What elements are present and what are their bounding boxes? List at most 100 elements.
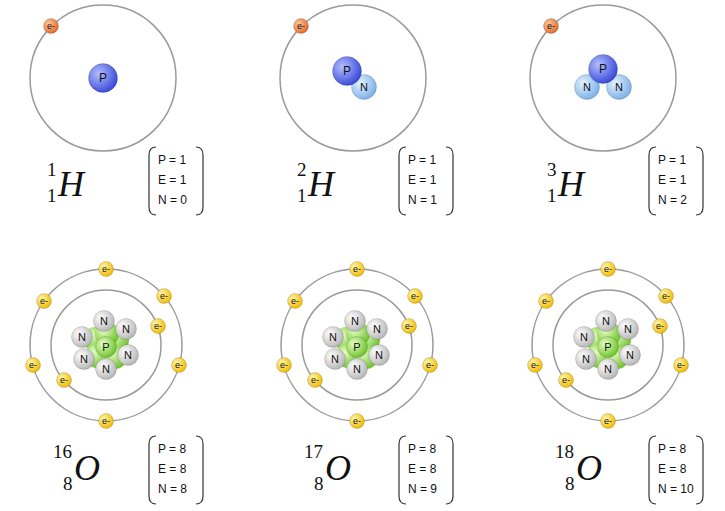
particle-count: N = 9 [408,483,437,495]
mass-number: 18 [555,442,574,461]
neutron-particle: N [73,348,95,370]
particle-label: e- [40,297,48,306]
particle-circle [575,75,600,100]
particle-count: E = 1 [408,174,436,186]
particle-count: E = 8 [658,463,686,475]
particle-label: e- [531,361,539,370]
particle-circle [598,337,619,358]
particle-label: e- [411,292,419,301]
particle-circle [589,55,618,84]
neutron-particle: N [346,358,368,380]
electron-particle: e- [150,318,166,334]
particle-circle [323,327,344,348]
electron-particle: e- [276,357,292,373]
particle-circle [308,373,323,388]
particle-label: e- [562,376,570,385]
particle-circle [347,359,368,380]
electron-particle: e- [600,261,616,277]
proton-particle: P [597,336,619,358]
particle-circle [116,319,137,340]
mass-number: 2 [297,160,307,179]
particle-count: N = 1 [408,194,437,206]
neutron-particle: N [93,310,115,332]
particle-label: e- [604,417,612,426]
particle-circle [598,359,619,380]
electron-particle: e- [538,293,554,309]
particle-circle [172,358,187,373]
electron-particle: e- [407,288,423,304]
particle-label: N [122,324,130,335]
element-symbol: H [308,166,334,202]
particle-circle [94,311,115,332]
particle-count: N = 8 [158,483,187,495]
proton-particle: P [88,63,118,93]
particle-circle [369,345,390,366]
electron-particle: e- [56,372,72,388]
mass-number: 17 [304,442,323,461]
particle-count: P = 1 [658,154,686,166]
particle-circle [559,373,574,388]
particle-label: N [80,354,88,365]
particle-circle [544,19,559,34]
particle-circle [601,262,616,277]
atomic-number: 8 [314,474,324,493]
electron-particle: e- [401,318,417,334]
electron-particle: e- [43,18,59,34]
particle-circle [350,262,365,277]
orbit-ring [30,5,176,151]
electron-particle: e- [527,357,543,373]
particle-label: e- [29,361,37,370]
particle-label: N [124,350,132,361]
particle-label: e- [547,22,555,31]
electron-particle: e- [307,372,323,388]
particle-circle [57,373,72,388]
particle-circle [601,414,616,429]
particle-label: P [599,63,607,75]
particle-label: N [100,316,108,327]
particle-circle [574,327,595,348]
particle-count: E = 8 [158,463,186,475]
particle-count: P = 8 [408,443,436,455]
particle-circle [26,358,41,373]
particle-label: N [583,82,591,93]
bracket [399,147,453,215]
particle-circle [118,345,139,366]
particle-circle [96,337,117,358]
particle-circle [352,75,377,100]
particle-label: N [351,316,359,327]
electron-particle: e- [349,413,365,429]
particle-circle [99,414,114,429]
element-symbol: H [558,166,584,202]
mass-number: 3 [547,160,557,179]
particle-label: e- [656,322,664,331]
particle-label: N [602,316,610,327]
particle-circle [157,289,172,304]
particle-label: P [102,342,109,353]
particle-circle [402,319,417,334]
particle-count: E = 8 [408,463,436,475]
particle-label: e- [426,361,434,370]
atomic-number: 8 [565,474,575,493]
neutron-particle: N [95,358,117,380]
neutron-particle: N [595,310,617,332]
proton-particle: P [332,56,362,86]
electron-particle: e- [171,357,187,373]
particle-count: P = 8 [658,443,686,455]
count-brackets [149,147,703,504]
proton-particle: P [346,336,368,358]
particle-circle [528,358,543,373]
orbit-ring [530,5,676,151]
particle-label: N [615,82,623,93]
orbit-ring [30,269,182,421]
particle-label: N [624,324,632,335]
electron-particle: e- [658,288,674,304]
element-symbol: O [74,450,100,486]
atomic-number: 1 [297,186,307,205]
particle-circle [325,349,346,370]
particle-label: P [343,65,351,77]
particle-label: e- [280,361,288,370]
particle-label: e- [542,297,550,306]
particle-label: N [360,82,368,93]
orbit-ring [280,5,426,151]
particle-label: N [353,364,361,375]
